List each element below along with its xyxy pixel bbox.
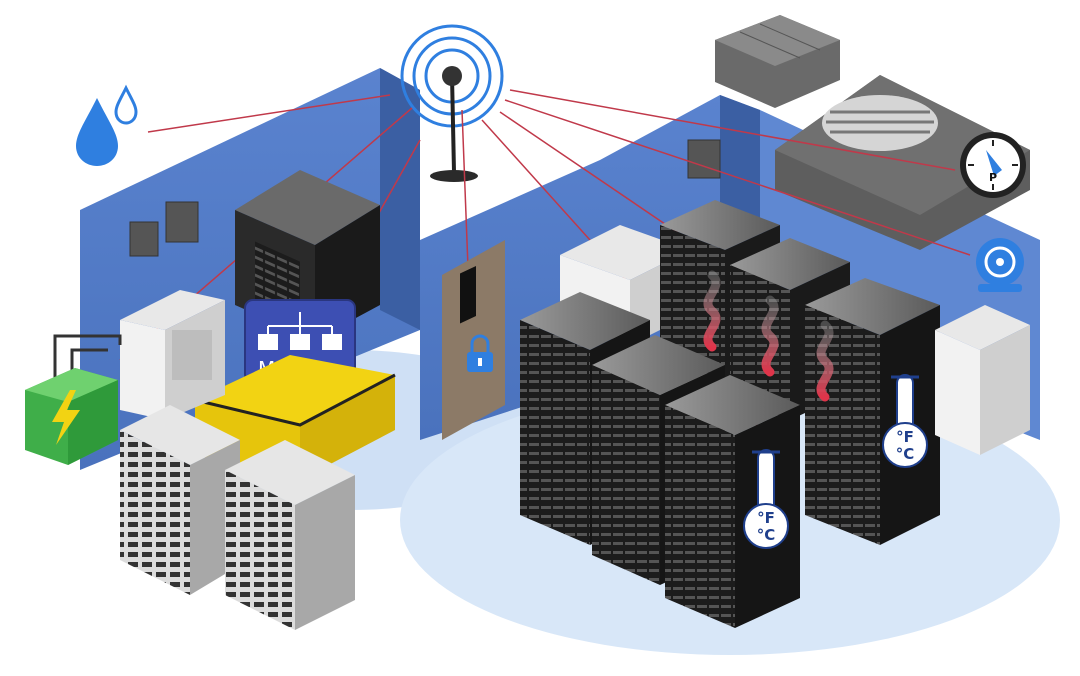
- dark-rack-front-3: [665, 375, 800, 628]
- door: [442, 240, 505, 440]
- yellow-ups-cabinet: [194, 355, 396, 480]
- dark-rack-back-3: [805, 278, 940, 545]
- thermometer-unit-f: °F: [896, 428, 914, 446]
- light-rack-front-1: [120, 405, 240, 595]
- thermometer-unit-f: °F: [757, 509, 775, 527]
- water-leak-icon: [76, 84, 138, 166]
- door-lock-icon: [467, 334, 493, 372]
- thermometer-icon: °F °C: [743, 449, 789, 549]
- battery-icon: [25, 334, 122, 465]
- light-rack-front-2: [225, 440, 355, 630]
- white-cabinet-right: [935, 305, 1030, 455]
- heat-wave-icon: [703, 270, 834, 402]
- thermometer-unit-c: °C: [896, 445, 915, 463]
- svg-text:P: P: [989, 171, 997, 184]
- thermometer-unit-c: °C: [757, 526, 776, 544]
- pressure-gauge-icon: P: [960, 132, 1026, 198]
- white-cabinet-left: [120, 290, 225, 420]
- thermometer-icon: °F °C: [882, 374, 928, 468]
- wireless-antenna-icon: [400, 24, 504, 182]
- camera-icon: [976, 238, 1024, 292]
- wall-sensor-box-left: [129, 139, 721, 257]
